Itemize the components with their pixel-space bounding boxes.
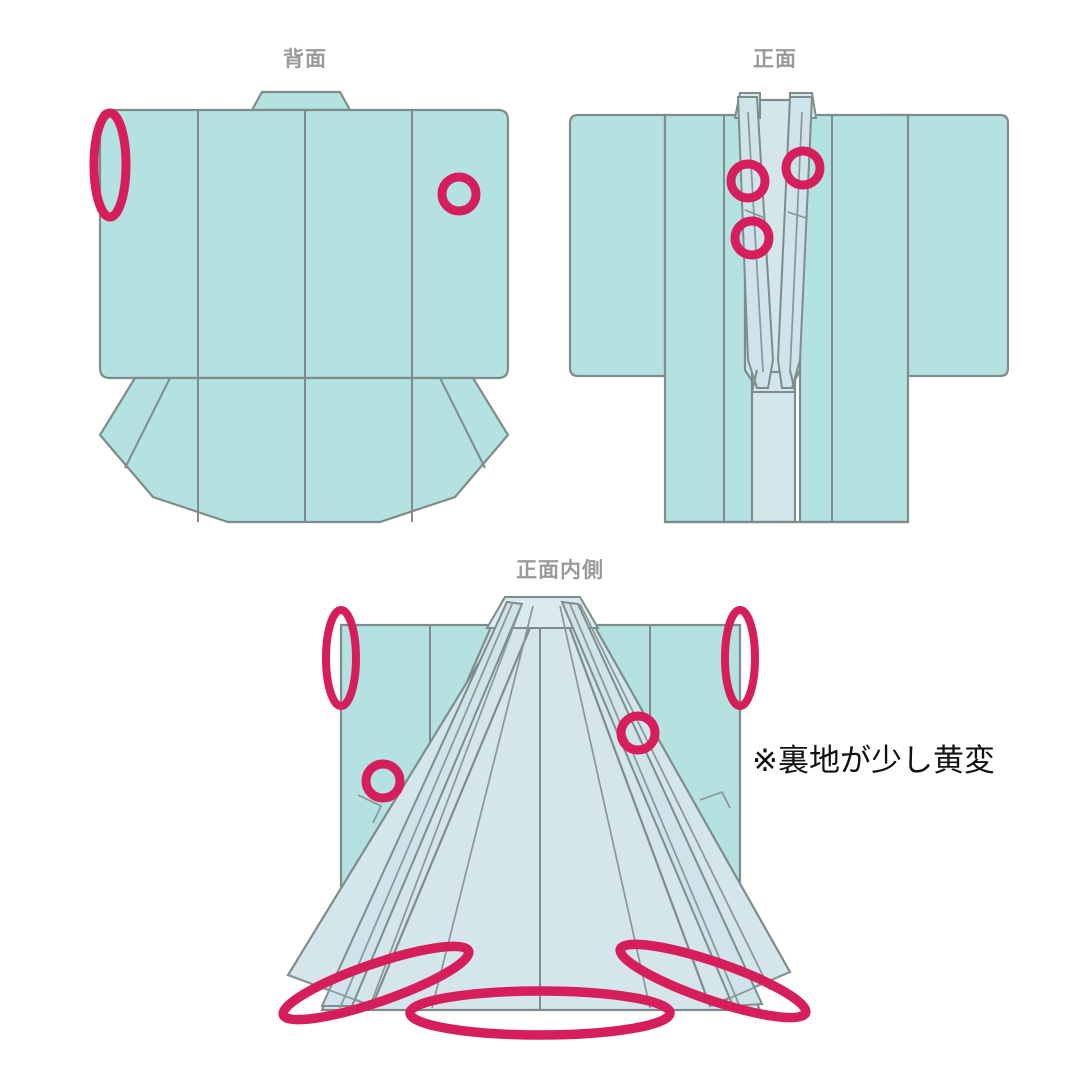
inner-right-hem-ellipse: [615, 939, 811, 1023]
inner-right-diag-2: [579, 603, 771, 991]
front-lower-collar-spot-circle: [730, 216, 774, 260]
view-label-back: 背面: [283, 48, 327, 71]
inner-left-hem-ellipse: [278, 941, 474, 1025]
inner-left-sleeve-edge-ellipse: [322, 606, 360, 710]
inner-left-lining-spot-circle: [361, 759, 405, 803]
back-right-body-spot-circle: [437, 172, 481, 216]
inner-left-diag-2: [369, 603, 523, 1007]
front-right-collar-spot-circle: [781, 146, 825, 190]
inner-right-diag-1: [569, 603, 741, 1008]
inner-left-diag-1: [339, 603, 513, 1009]
inner-left-notch: [357, 794, 383, 824]
inner-center-hem-ellipse: [405, 986, 675, 1040]
front-collar-v-point: [750, 369, 797, 393]
front-left-collar-spot-circle: [726, 159, 770, 203]
lining-yellowing-note: ※裏地が少し黄変: [752, 743, 995, 779]
inner-right-sleeve-edge-ellipse: [721, 606, 759, 710]
front-left-collar-inner-line: [747, 111, 764, 373]
back-left-sleeve-edge-ellipse: [89, 108, 131, 222]
view-label-front-inner: 正面内側: [516, 559, 604, 582]
back-skirt-fold-left: [124, 377, 171, 469]
inner-left-diag-3: [431, 605, 534, 1009]
inner-left-flap-edge: [287, 974, 373, 1007]
inner-right-notch: [699, 790, 731, 809]
view-label-front: 正面: [753, 48, 797, 71]
front-right-collar-strip: [776, 96, 814, 389]
back-skirt-fold-right: [439, 377, 486, 469]
front-left-collar-notch: [744, 209, 766, 219]
front-right-sleeve: [883, 113, 1010, 378]
front-left-sleeve: [568, 113, 667, 378]
front-right-collar-notch: [787, 211, 807, 219]
inner-right-lining-spot-circle: [616, 711, 660, 755]
